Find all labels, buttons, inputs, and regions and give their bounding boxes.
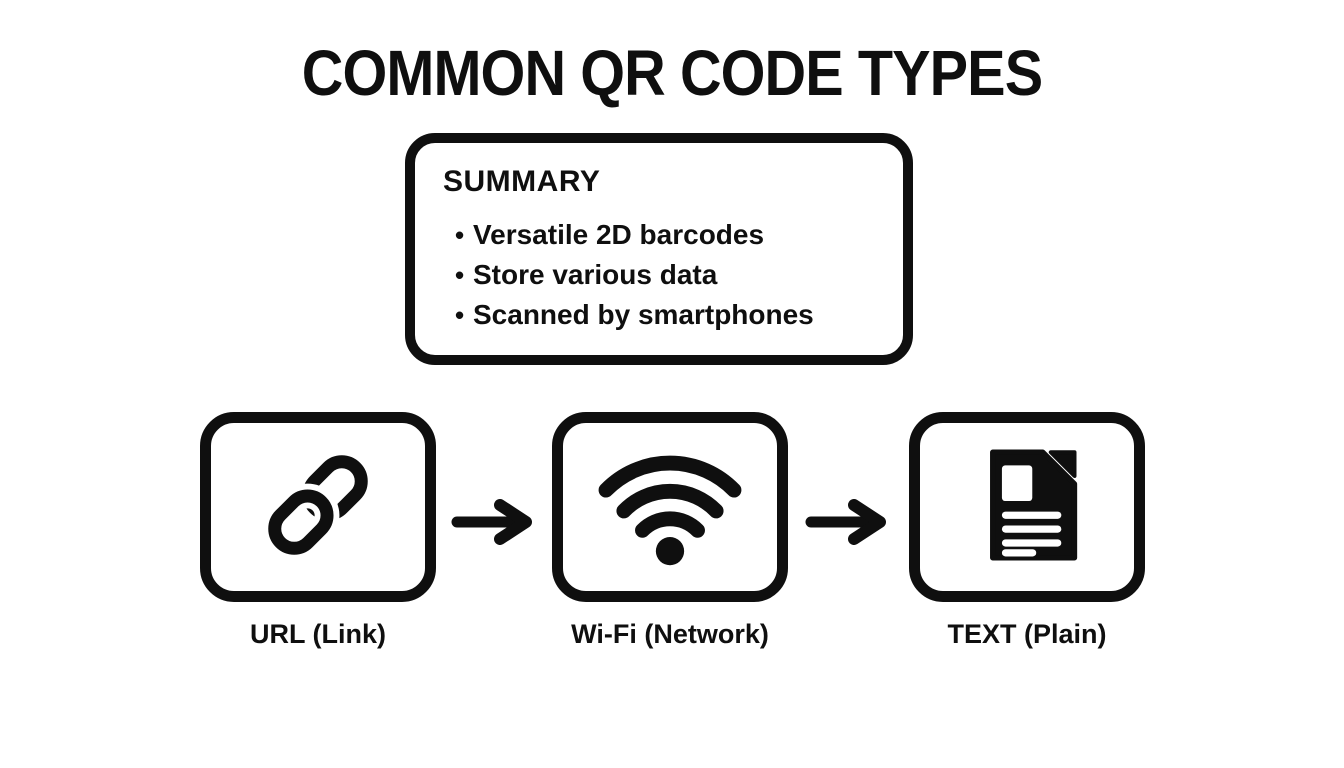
node-label-wifi: Wi-Fi (Network) xyxy=(571,619,769,649)
document-icon xyxy=(961,439,1093,576)
summary-bullet-text: Scanned by smartphones xyxy=(473,299,814,330)
text-icon-box xyxy=(909,412,1145,602)
wifi-icon xyxy=(595,444,745,571)
node-url: URL (Link) xyxy=(200,412,436,650)
node-wifi: Wi-Fi (Network) xyxy=(552,412,788,650)
link-icon xyxy=(259,446,377,569)
node-label-text: TEXT (Plain) xyxy=(947,619,1107,649)
bullet-dot: • xyxy=(455,260,465,290)
list-item: • Scanned by smartphones xyxy=(443,295,873,335)
list-item: • Store various data xyxy=(443,255,873,295)
summary-box: SUMMARY • Versatile 2D barcodes • Store … xyxy=(405,133,913,365)
bullet-dot: • xyxy=(455,300,465,330)
node-text: TEXT (Plain) xyxy=(909,412,1145,650)
page-title: COMMON QR CODE TYPES xyxy=(301,37,1043,109)
summary-list: • Versatile 2D barcodes • Store various … xyxy=(443,215,873,335)
summary-bullet-text: Store various data xyxy=(473,259,718,290)
summary-bullet-text: Versatile 2D barcodes xyxy=(473,219,765,250)
arrow-right-icon xyxy=(450,499,542,550)
node-label-url: URL (Link) xyxy=(250,619,386,649)
wifi-icon-box xyxy=(552,412,788,602)
summary-heading: SUMMARY xyxy=(443,165,601,198)
url-icon-box xyxy=(200,412,436,602)
list-item: • Versatile 2D barcodes xyxy=(443,215,873,255)
bullet-dot: • xyxy=(455,220,465,250)
arrow-right-icon xyxy=(804,499,896,550)
